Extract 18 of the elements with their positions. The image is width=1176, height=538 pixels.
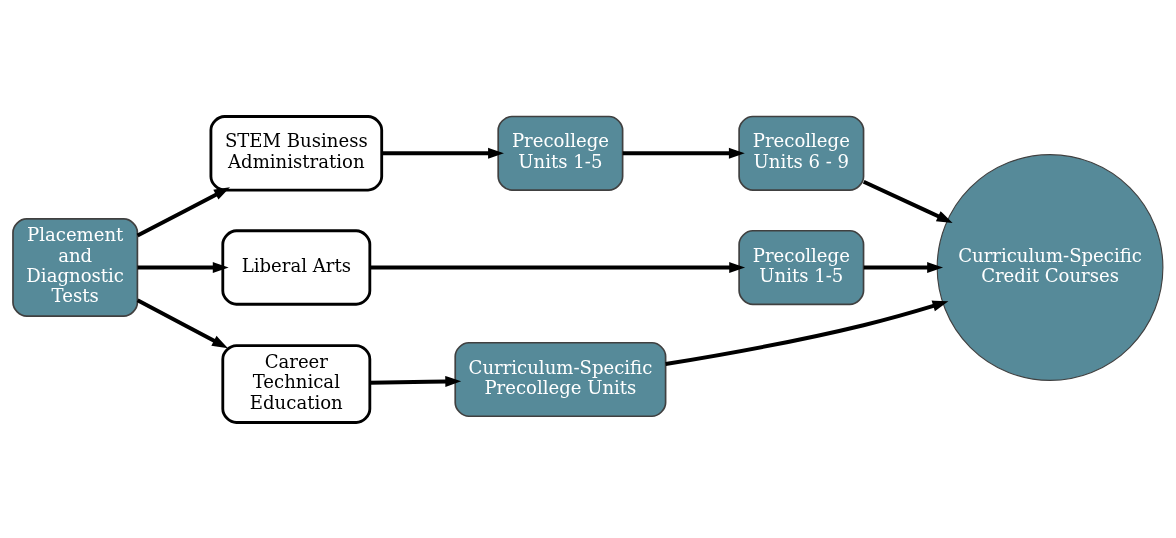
arrow xyxy=(137,261,229,273)
arrow xyxy=(136,186,230,237)
node-box: Career Technical Education xyxy=(221,343,372,424)
arrow xyxy=(136,297,228,348)
arrow xyxy=(622,147,745,159)
arrow xyxy=(665,300,949,366)
node-box: Precollege Units 1-5 xyxy=(497,115,624,191)
node-box: Placement and Diagnostic Tests xyxy=(12,217,139,317)
node-box: Curriculum-Specific Precollege Units xyxy=(454,341,667,417)
node-box: Precollege Units 6 - 9 xyxy=(738,115,865,191)
arrow xyxy=(381,147,504,159)
node-box: Liberal Arts xyxy=(221,228,372,306)
arrow xyxy=(370,375,462,387)
arrow xyxy=(862,179,953,223)
arrow xyxy=(863,261,944,273)
node-box: STEM Business Administration xyxy=(209,114,384,191)
node-box: Precollege Units 1-5 xyxy=(738,229,865,305)
arrow xyxy=(370,261,746,273)
